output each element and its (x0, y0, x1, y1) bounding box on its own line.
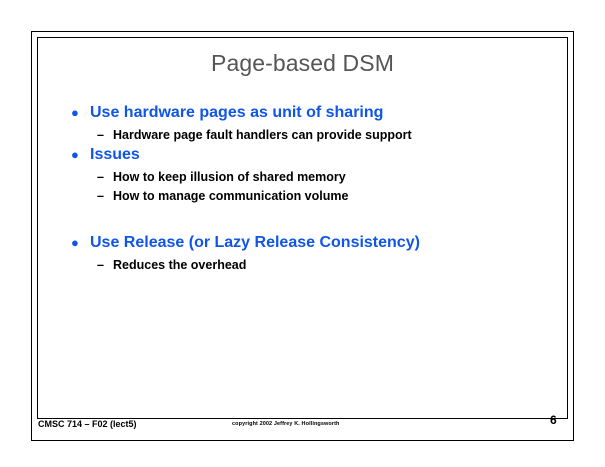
bullet-dash-icon: – (97, 128, 104, 142)
bullet-level1-label: Use Release (or Lazy Release Consistency… (90, 234, 420, 251)
bullet-disc-icon: ● (71, 235, 79, 250)
bullet-level1: ● Use hardware pages as unit of sharing (60, 103, 560, 123)
bullet-level2: – How to keep illusion of shared memory (60, 168, 560, 186)
bullet-dash-icon: – (97, 170, 104, 184)
section-spacer (60, 206, 560, 233)
bullet-group: ● Use hardware pages as unit of sharing … (60, 103, 560, 144)
bullet-dash-icon: – (97, 258, 104, 272)
bullet-level2-emphasis: shared (252, 170, 294, 184)
bullet-group: ● Use Release (or Lazy Release Consisten… (60, 233, 560, 274)
bullet-disc-icon: ● (71, 147, 79, 162)
bullet-level2-label: Hardware page fault handlers can provide… (113, 128, 412, 142)
bullet-level1: ● Use Release (or Lazy Release Consisten… (60, 233, 560, 253)
footer-copyright-label: copyright 2002 Jeffrey K. Hollingsworth (232, 421, 340, 427)
footer-course-label: CMSC 714 – F02 (lect5) (38, 419, 137, 429)
bullet-level2: – How to manage communication volume (60, 187, 560, 205)
bullet-level1-label: Issues (90, 146, 140, 163)
bullet-dash-icon: – (97, 189, 104, 203)
bullet-level2: – Reduces the overhead (60, 256, 560, 274)
slide-title: Page-based DSM (211, 50, 394, 76)
bullet-level2-text-before: How to keep illusion of (113, 170, 253, 184)
slide-inner-border (37, 37, 568, 419)
bullet-level2: – Hardware page fault handlers can provi… (60, 126, 560, 144)
bullet-level2-label: Reduces the overhead (113, 258, 247, 272)
slide-body: ● Use hardware pages as unit of sharing … (60, 103, 560, 275)
footer-page-number: 6 (550, 413, 557, 427)
bullet-group: ● Issues – How to keep illusion of share… (60, 145, 560, 205)
bullet-disc-icon: ● (71, 105, 79, 120)
bullet-level1-label: Use hardware pages as unit of sharing (90, 104, 384, 121)
bullet-level1: ● Issues (60, 145, 560, 165)
bullet-level2-text-after: memory (293, 170, 346, 184)
bullet-level2-label: How to manage communication volume (113, 189, 349, 203)
